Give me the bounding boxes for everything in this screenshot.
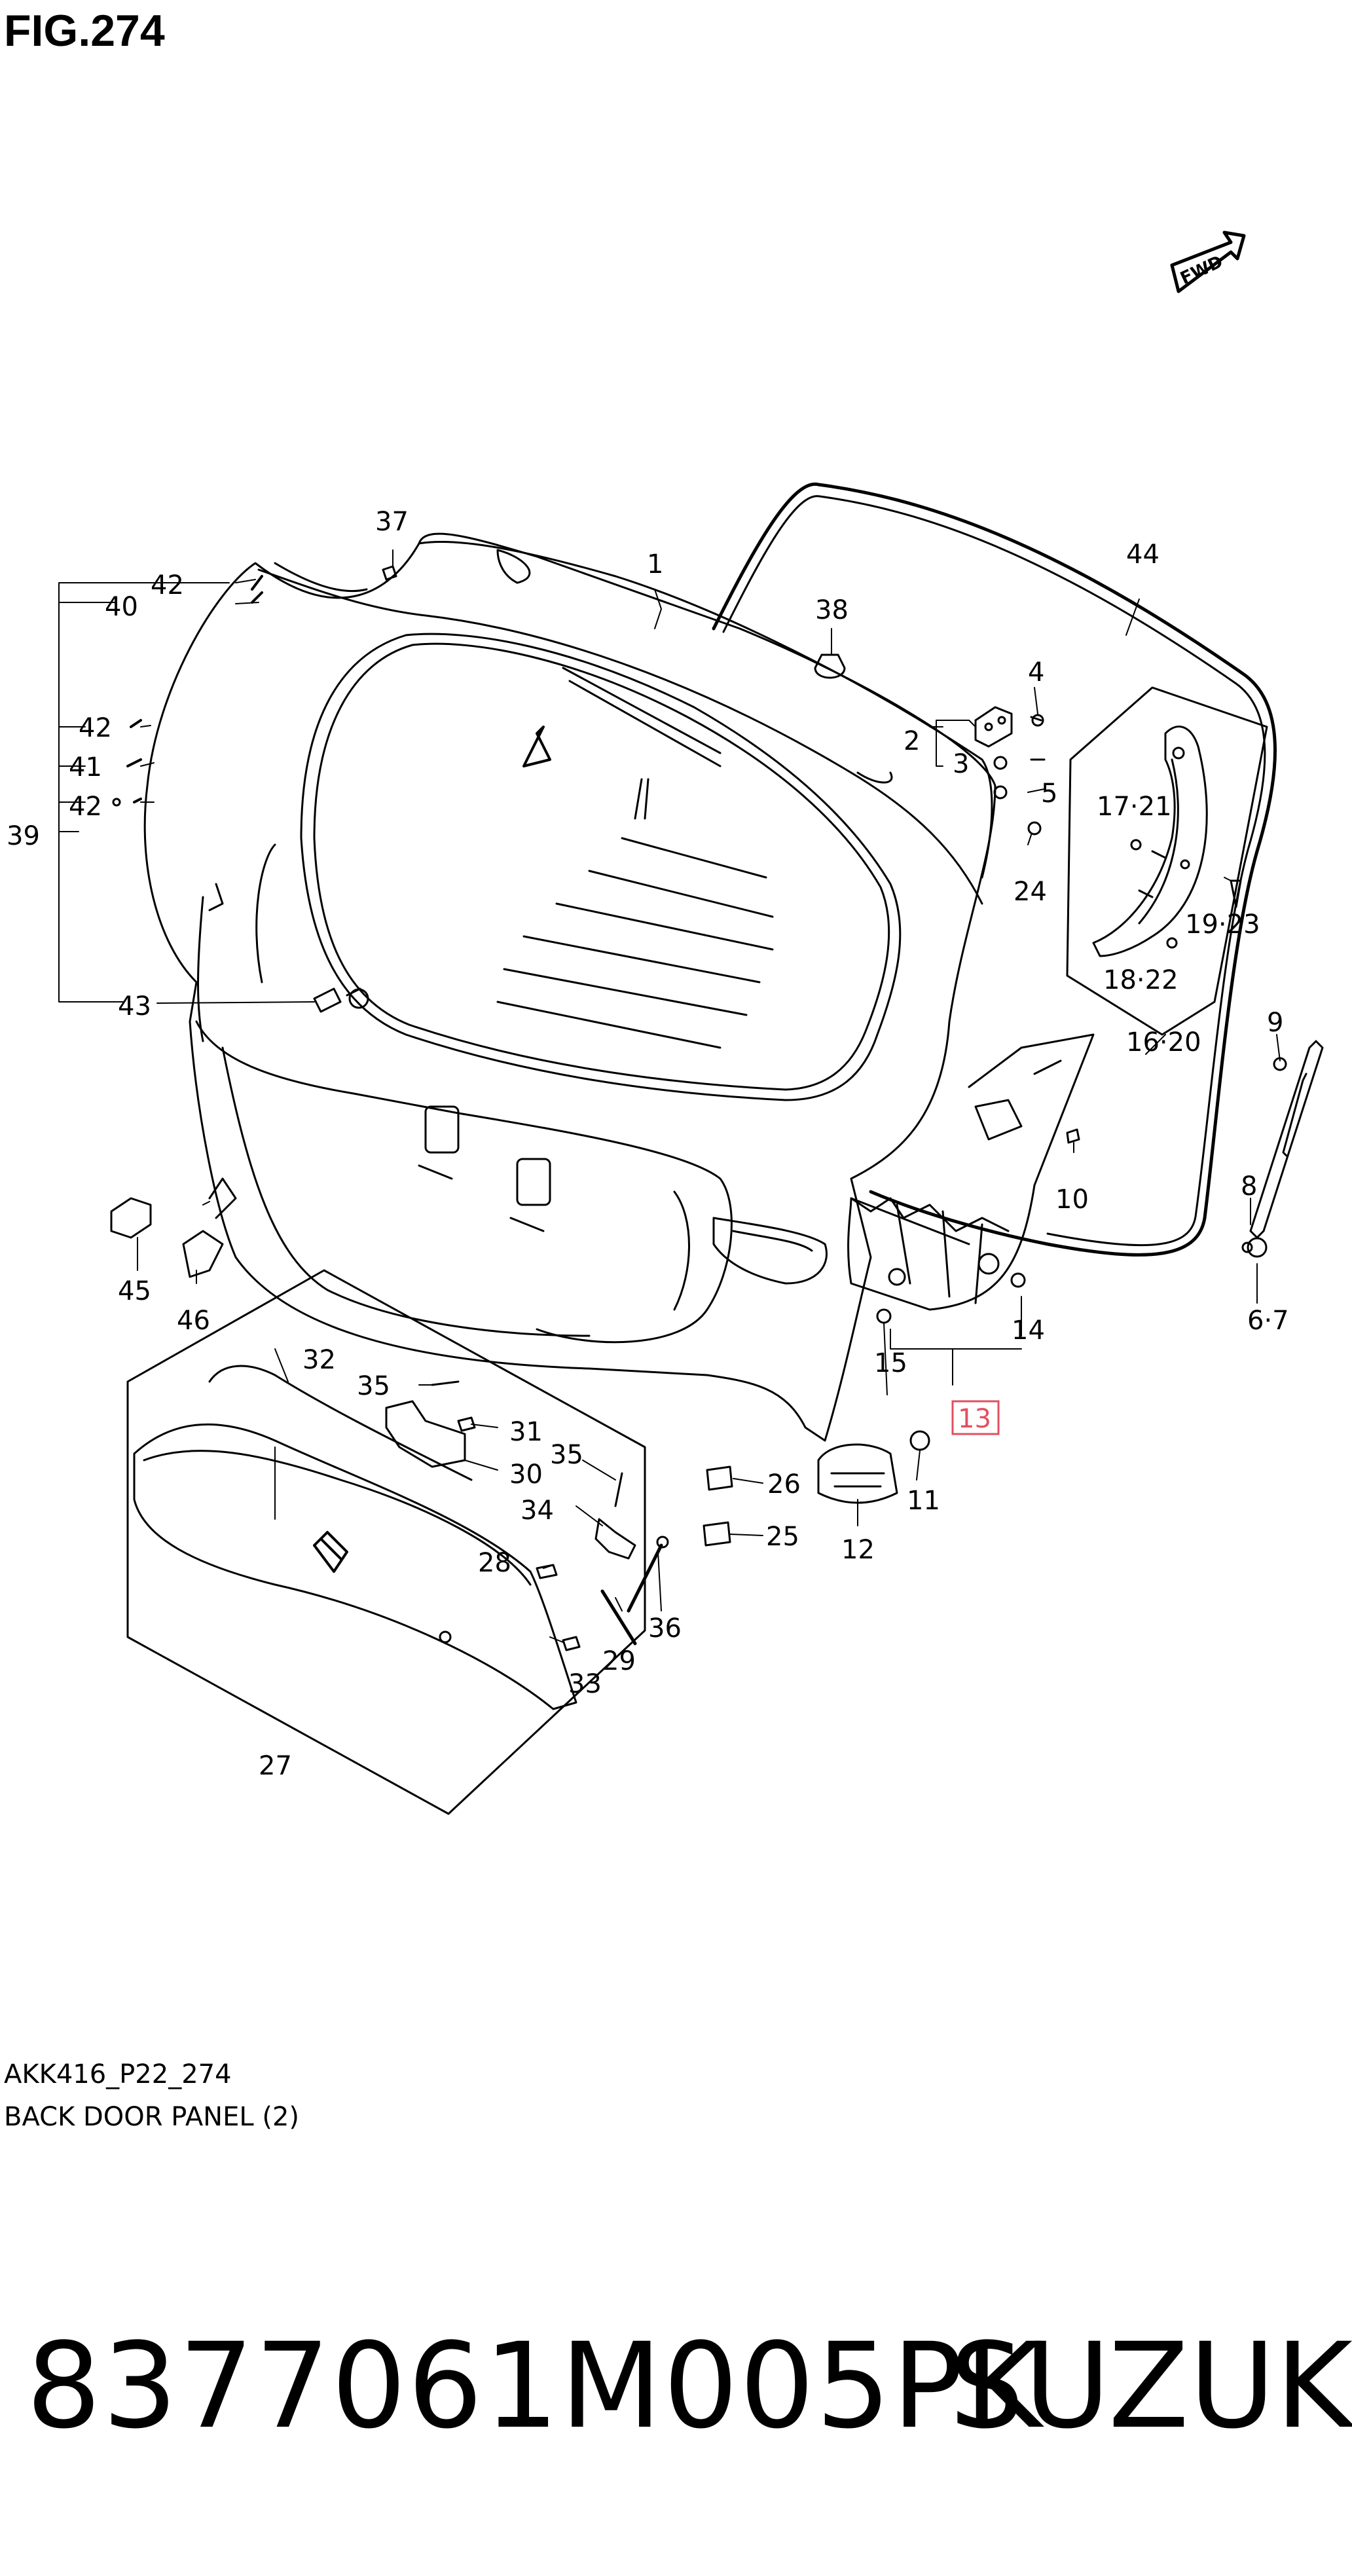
callout-32: 32 — [302, 1345, 336, 1375]
back-door-garnish-27 — [133, 1423, 577, 1710]
callout-14: 14 — [1012, 1316, 1045, 1346]
switch-45 — [110, 1197, 152, 1239]
callout-6-7: 6·7 — [1247, 1306, 1289, 1336]
figure-name: BACK DOOR PANEL (2) — [4, 2102, 300, 2132]
back-door-garnish — [1092, 726, 1208, 957]
callout-46: 46 — [177, 1306, 210, 1336]
callout-25: 25 — [766, 1522, 799, 1552]
rear-window — [300, 633, 902, 1101]
callout-45: 45 — [118, 1276, 151, 1306]
garnish-inset-box — [126, 1269, 646, 1815]
callout-36: 36 — [648, 1613, 682, 1644]
callout-33: 33 — [568, 1669, 602, 1699]
callout-43: 43 — [118, 991, 151, 1021]
back-door-outer — [143, 532, 996, 1442]
fwd-label: FWD — [1177, 252, 1226, 289]
handle-module — [817, 1443, 898, 1504]
callout-38: 38 — [815, 595, 849, 625]
callout-15: 15 — [874, 1348, 907, 1378]
callout-27: 27 — [259, 1751, 292, 1781]
callout-3: 3 — [953, 749, 969, 779]
callout-40: 40 — [105, 592, 138, 622]
callout-42b: 42 — [79, 713, 112, 743]
part-number: 8377061M005PK — [26, 2318, 1044, 2455]
callout-34: 34 — [521, 1496, 554, 1526]
callout-28: 28 — [478, 1548, 511, 1578]
callout-1: 1 — [647, 549, 663, 580]
callout-41: 41 — [69, 752, 102, 782]
callout-30: 30 — [509, 1460, 543, 1490]
callout-35a: 35 — [357, 1371, 390, 1401]
callout-12: 12 — [841, 1535, 875, 1565]
callout-24: 24 — [1014, 877, 1047, 907]
fwd-arrow-icon — [1170, 230, 1246, 293]
callout-29: 29 — [602, 1646, 636, 1676]
callout-37: 37 — [375, 507, 409, 537]
lamp-socket-46 — [182, 1177, 237, 1278]
callout-2: 2 — [904, 726, 920, 756]
garnish-inset-frame — [1066, 686, 1268, 1036]
callout-19-23: 19·23 — [1185, 910, 1260, 940]
callout-44: 44 — [1126, 540, 1160, 570]
callout-17-21: 17·21 — [1097, 792, 1172, 822]
suzuki-emblem-icon — [313, 1531, 348, 1573]
callout-42a: 42 — [151, 570, 184, 600]
weatherstrip-seal — [712, 482, 1277, 1257]
callout-35b: 35 — [550, 1440, 583, 1470]
callout-9: 9 — [1267, 1008, 1283, 1038]
callout-18-22: 18·22 — [1103, 965, 1178, 995]
callout-labels: FWD 1 2 3 4 5 6·7 8 9 10 11 12 13 14 15 … — [7, 252, 1289, 1781]
highlight-box-13 — [951, 1400, 1000, 1435]
callout-31: 31 — [509, 1417, 543, 1447]
callout-5: 5 — [1041, 779, 1057, 809]
figure-title: FIG.274 — [4, 6, 165, 56]
callout-10: 10 — [1055, 1185, 1089, 1215]
callout-16-20: 16·20 — [1126, 1027, 1201, 1058]
callout-4: 4 — [1028, 657, 1044, 688]
callout-39: 39 — [7, 821, 40, 851]
gas-strut — [1249, 1040, 1324, 1239]
hinge — [974, 706, 1013, 748]
brand-name: SUZUKI — [949, 2318, 1352, 2455]
figure-code: AKK416_P22_274 — [4, 2059, 232, 2089]
back-door-trim — [847, 1033, 1095, 1311]
callout-13: 13 — [958, 1404, 991, 1434]
callout-42c: 42 — [69, 792, 102, 822]
grommet-38 — [814, 653, 846, 679]
callout-8: 8 — [1241, 1171, 1257, 1202]
callout-26: 26 — [767, 1469, 801, 1500]
callout-11: 11 — [907, 1486, 940, 1516]
